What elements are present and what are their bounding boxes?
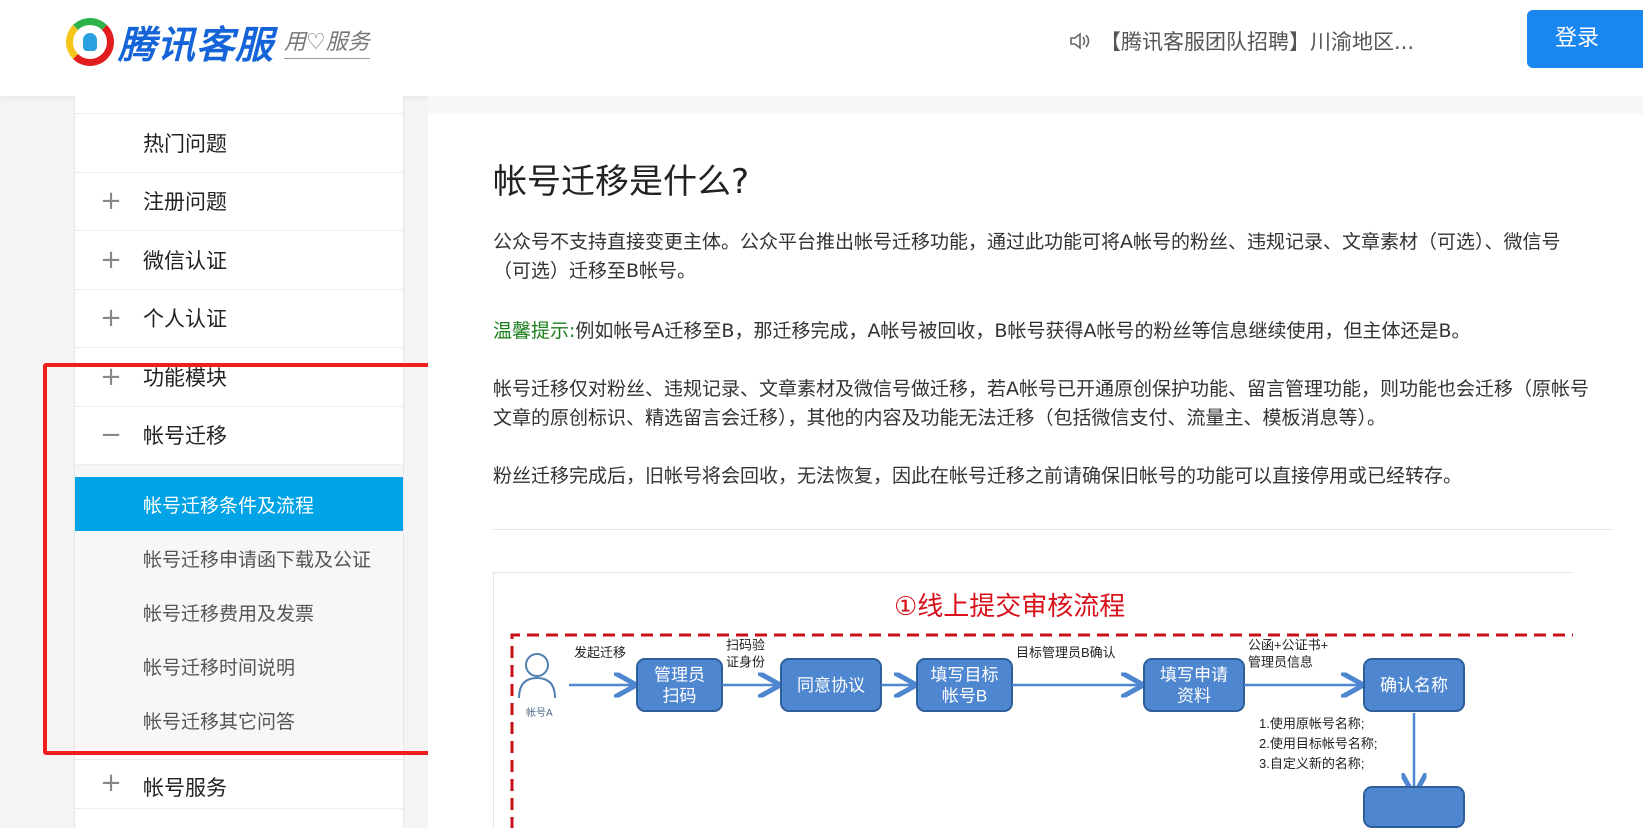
sidebar: 热门问题 + 注册问题 + 微信认证 + 个人认证 + 功能模块 −帐号迁移 帐号迁移条… [74, 96, 404, 828]
dashed-border [510, 633, 1573, 828]
sidebar-item-label: 热门问题 [143, 131, 227, 156]
sidebar-item-account-service[interactable]: + 帐号服务 [75, 759, 403, 809]
logo-text: 腾讯客服 [118, 23, 275, 67]
sub-item-fees[interactable]: 帐号迁移费用及发票 [75, 585, 403, 639]
flow-step-box [1363, 786, 1465, 828]
sub-item-conditions[interactable]: 帐号迁移条件及流程 [75, 477, 403, 531]
arrow-label: 证身份 [726, 655, 765, 670]
plus-icon: + [100, 303, 122, 334]
header: 腾讯客服 用♡服务 【腾讯客服团队招聘】川渝地区... 登录 [0, 0, 1643, 96]
tip-label: 温馨提示: [493, 320, 576, 342]
page-title: 帐号迁移是什么? [493, 162, 750, 202]
minus-icon: − [100, 420, 122, 451]
flow-diagram: ①线上提交审核流程 帐号A 发起迁移管理员扫码 扫码验证身份同意协议 填写目标帐号B… [493, 572, 1573, 828]
actor-label: 帐号A [526, 706, 553, 719]
sidebar-item-label: 微信认证 [143, 248, 227, 273]
speaker-icon [1070, 32, 1090, 50]
divider [493, 529, 1613, 530]
notice-link[interactable]: 【腾讯客服团队招聘】川渝地区... [1068, 26, 1414, 56]
paragraph-scope: 帐号迁移仅对粉丝、违规记录、文章素材及微信号做迁移，若A帐号已开通原创保护功能、… [493, 378, 1590, 429]
sidebar-item-label: 注册问题 [143, 190, 227, 215]
sidebar-item-personal-verify[interactable]: + 个人认证 [75, 290, 403, 348]
sidebar-item-label: 个人认证 [143, 307, 227, 332]
flow-step-label: 同意协议 [797, 676, 865, 695]
highlight-box [43, 363, 434, 755]
arrow-label: 公函+公证书+ [1248, 638, 1328, 653]
arrow-label: 目标管理员B确认 [1016, 645, 1116, 660]
sidebar-item-label: 帐号服务 [143, 776, 227, 800]
plus-icon: + [100, 768, 122, 798]
name-option: 3.自定义新的名称; [1259, 756, 1364, 771]
tencent-logo-icon [66, 17, 114, 66]
flow-step-label: 管理员 [654, 666, 705, 685]
plus-icon: + [100, 361, 122, 392]
arrow-label: 管理员信息 [1248, 655, 1313, 670]
flow-step-label: 填写目标 [931, 666, 999, 685]
sub-item-time[interactable]: 帐号迁移时间说明 [75, 639, 403, 693]
notice-text: 【腾讯客服团队招聘】川渝地区... [1100, 30, 1415, 54]
sidebar-item-features[interactable]: + 功能模块 [75, 348, 403, 407]
plus-icon: + [100, 186, 122, 217]
user-icon [518, 653, 556, 699]
sidebar-item-wechat-verify[interactable]: + 微信认证 [75, 231, 403, 290]
sub-item-other[interactable]: 帐号迁移其它问答 [75, 693, 403, 747]
sidebar-item-hot[interactable]: 热门问题 [75, 114, 403, 173]
paragraph-recycle: 粉丝迁移完成后，旧帐号将会回收，无法恢复，因此在帐号迁移之前请确保旧帐号的功能可… [493, 465, 1463, 487]
arrow-label: 扫码验 [726, 638, 765, 653]
flow-title: ①线上提交审核流程 [894, 591, 1125, 621]
flow-step-label: 确认名称 [1380, 676, 1448, 695]
flow-step-label: 填写申请 [1160, 666, 1228, 685]
tip-text: 温馨提示:例如帐号A迁移至B，那迁移完成，A帐号被回收，B帐号获得A帐号的粉丝等… [493, 317, 1593, 346]
intro-text: 公众号不支持直接变更主体。公众平台推出帐号迁移功能，通过此功能可将A帐号的粉丝、… [493, 231, 1561, 282]
article: 帐号迁移是什么? 公众号不支持直接变更主体。公众平台推出帐号迁移功能，通过此功能… [428, 96, 1643, 828]
flow-step-box [1363, 658, 1465, 712]
name-option: 2.使用目标帐号名称; [1259, 736, 1377, 751]
sidebar-item-label: 功能模块 [143, 365, 227, 390]
name-option: 1.使用原帐号名称; [1259, 716, 1364, 731]
flow-step-label: 帐号B [942, 687, 987, 706]
logo[interactable]: 腾讯客服 用♡服务 [66, 14, 370, 69]
tip-body: 例如帐号A迁移至B，那迁移完成，A帐号被回收，B帐号获得A帐号的粉丝等信息继续使… [575, 320, 1471, 342]
sub-item-application[interactable]: 帐号迁移申请函下载及公证 [75, 531, 403, 585]
arrow-label: 发起迁移 [574, 645, 626, 660]
slogan: 用♡服务 [284, 24, 370, 59]
sidebar-item-register[interactable]: + 注册问题 [75, 173, 403, 231]
login-button[interactable]: 登录 [1527, 10, 1643, 68]
flow-step-label: 资料 [1177, 687, 1211, 706]
flow-step-label: 扫码 [663, 687, 697, 706]
plus-icon: + [100, 244, 122, 275]
sidebar-item-label: 帐号迁移 [143, 424, 227, 449]
sidebar-item-migration[interactable]: −帐号迁移 [75, 407, 403, 465]
